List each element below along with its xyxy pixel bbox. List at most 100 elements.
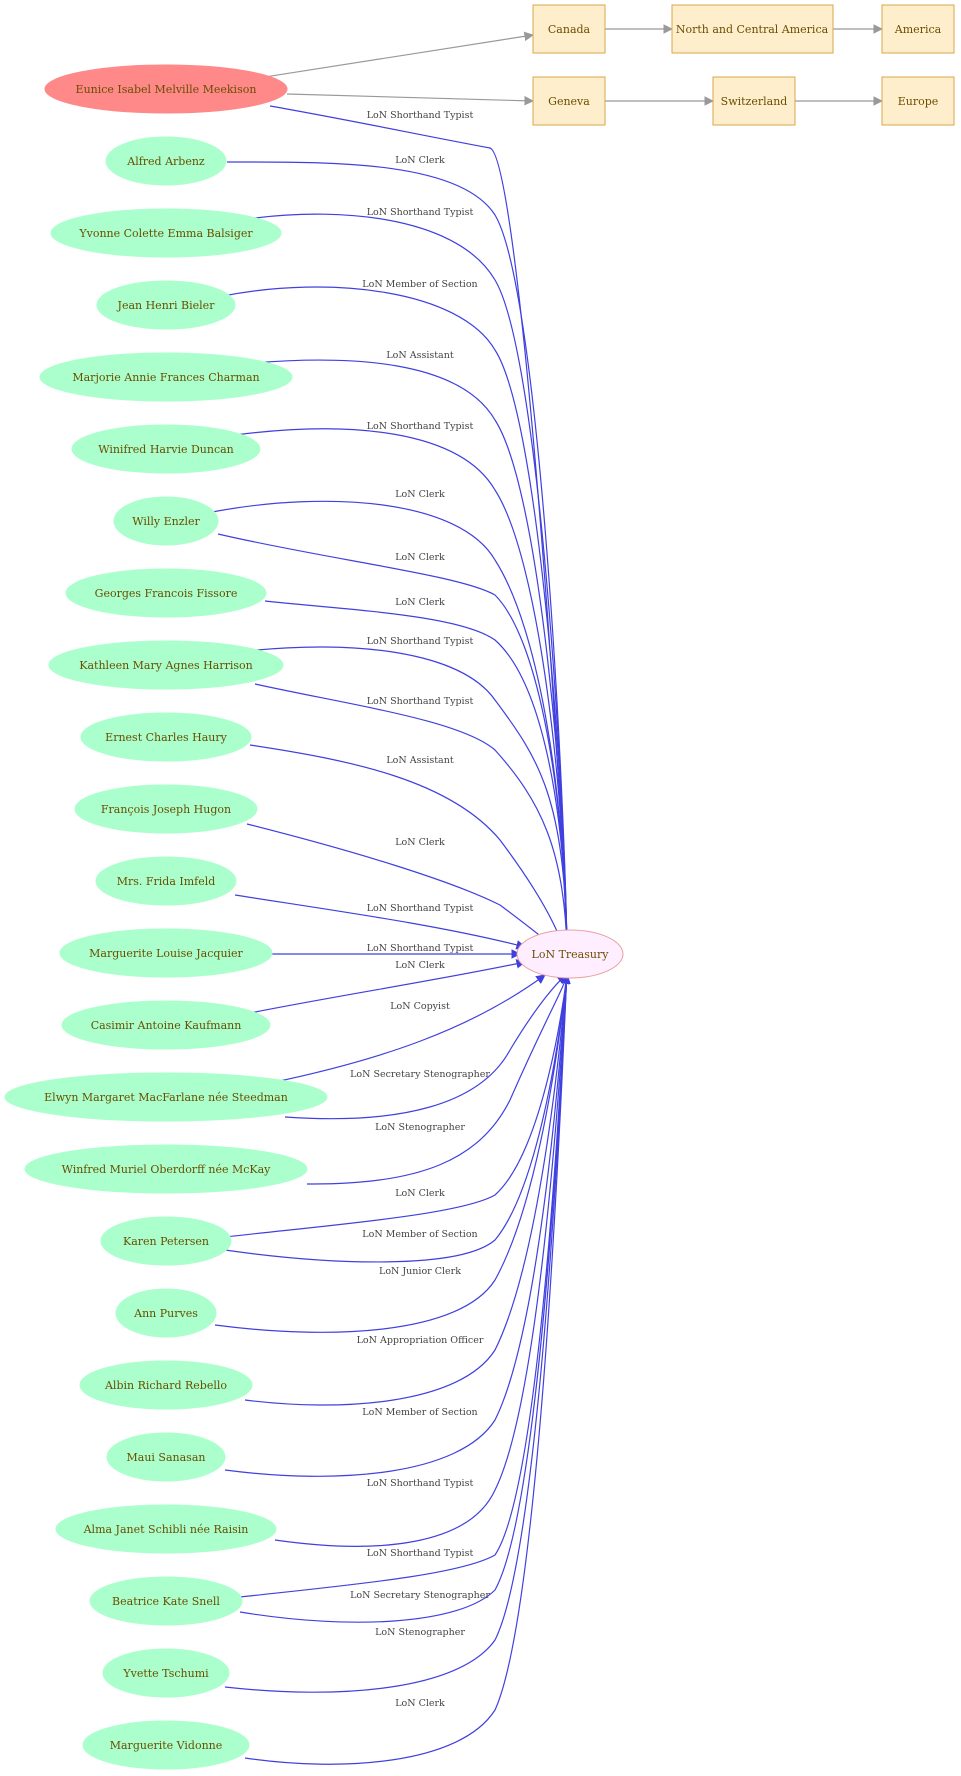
person-node-sanasan[interactable]: Maui Sanasan: [106, 1432, 226, 1482]
edge-label-schibli: LoN Shorthand Typist: [367, 1478, 474, 1489]
person-label: Ann Purves: [133, 1307, 198, 1320]
person-node-charman[interactable]: Marjorie Annie Frances Charman: [39, 352, 293, 402]
person-node-haury[interactable]: Ernest Charles Haury: [80, 712, 252, 762]
edge-label-oberdorff: LoN Stenographer: [375, 1122, 465, 1133]
person-label: Winfred Muriel Oberdorff née McKay: [62, 1163, 272, 1176]
person-label: Georges Francois Fissore: [95, 587, 238, 600]
edge-meekison-canada: [251, 31, 534, 80]
edge-schibli: [274, 974, 571, 1547]
edge-label-charman: LoN Assistant: [386, 350, 453, 361]
edge-harrison-2: [254, 683, 572, 953]
edge-label-snell-1: LoN Shorthand Typist: [367, 1548, 474, 1559]
person-node-snell[interactable]: Beatrice Kate Snell: [89, 1576, 243, 1626]
edge-label-macfarlane-1: LoN Copyist: [390, 1001, 450, 1012]
person-node-bieler[interactable]: Jean Henri Bieler: [96, 280, 236, 330]
person-node-rebello[interactable]: Albin Richard Rebello: [79, 1360, 253, 1410]
edge-label-sanasan: LoN Member of Section: [362, 1407, 477, 1418]
person-label: Marguerite Louise Jacquier: [89, 947, 243, 960]
edge-label-tschumi: LoN Stenographer: [375, 1627, 465, 1638]
person-label: Elwyn Margaret MacFarlane née Steedman: [44, 1091, 288, 1104]
person-node-hugon[interactable]: François Joseph Hugon: [74, 784, 258, 834]
person-node-imfeld[interactable]: Mrs. Frida Imfeld: [95, 856, 237, 906]
person-node-macfarlane[interactable]: Elwyn Margaret MacFarlane née Steedman: [4, 1072, 328, 1122]
place-node-switzerland[interactable]: Switzerland: [712, 76, 796, 126]
person-node-duncan[interactable]: Winifred Harvie Duncan: [71, 424, 261, 474]
person-label: Jean Henri Bieler: [117, 299, 216, 312]
edge-label-kaufmann: LoN Clerk: [395, 960, 445, 971]
person-label: Maui Sanasan: [127, 1451, 206, 1464]
edge-meekison-geneva: [286, 93, 534, 106]
edge-kaufmann: [244, 959, 526, 1015]
edge-hugon: [246, 823, 561, 953]
edge-bieler: [222, 286, 572, 953]
edge-label-purves: LoN Junior Clerk: [379, 1266, 461, 1277]
person-label: Beatrice Kate Snell: [112, 1595, 220, 1608]
person-node-meekison[interactable]: Eunice Isabel Melville Meekison: [44, 64, 288, 114]
edge-harrison-1: [246, 646, 572, 953]
place-label: Geneva: [548, 95, 590, 108]
person-node-petersen[interactable]: Karen Petersen: [100, 1216, 232, 1266]
person-node-tschumi[interactable]: Yvette Tschumi: [102, 1648, 230, 1698]
edge-labels: LoN Shorthand Typist LoN Clerk LoN Short…: [350, 110, 490, 1709]
place-node-europe[interactable]: Europe: [881, 76, 955, 126]
edge-meekison: [269, 105, 572, 953]
place-nodes: Canada North and Central America America…: [532, 4, 955, 126]
person-label: Winifred Harvie Duncan: [98, 443, 234, 456]
person-label: Marjorie Annie Frances Charman: [72, 371, 259, 384]
place-node-america[interactable]: America: [881, 4, 955, 54]
edge-charman: [251, 359, 572, 953]
person-node-purves[interactable]: Ann Purves: [115, 1288, 217, 1338]
edge-label-harrison-1: LoN Shorthand Typist: [367, 636, 474, 647]
edge-haury: [249, 744, 568, 953]
location-edges: [251, 24, 883, 106]
person-label: Ernest Charles Haury: [105, 731, 227, 744]
edge-label-macfarlane-2: LoN Secretary Stenographer: [350, 1069, 490, 1080]
edge-label-jacquier: LoN Shorthand Typist: [367, 943, 474, 954]
edge-label-petersen-1: LoN Clerk: [395, 1188, 445, 1199]
edge-macfarlane-2: [284, 974, 567, 1120]
person-label: Yvonne Colette Emma Balsiger: [78, 227, 253, 240]
person-node-arbenz[interactable]: Alfred Arbenz: [105, 136, 227, 186]
person-node-oberdorff[interactable]: Winfred Muriel Oberdorff née McKay: [24, 1144, 308, 1194]
org-label: LoN Treasury: [532, 948, 610, 961]
place-node-geneva[interactable]: Geneva: [532, 76, 606, 126]
person-label: Willy Enzler: [132, 515, 200, 528]
person-node-enzler[interactable]: Willy Enzler: [113, 496, 219, 546]
person-node-kaufmann[interactable]: Casimir Antoine Kaufmann: [61, 1000, 271, 1050]
edge-petersen-2: [224, 974, 571, 1263]
person-label: Alfred Arbenz: [126, 155, 205, 168]
edge-purves: [214, 974, 571, 1333]
person-node-fissore[interactable]: Georges Francois Fissore: [65, 568, 267, 618]
edge-label-harrison-2: LoN Shorthand Typist: [367, 696, 474, 707]
edge-label-hugon: LoN Clerk: [395, 837, 445, 848]
person-node-jacquier[interactable]: Marguerite Louise Jacquier: [59, 928, 273, 978]
person-node-balsiger[interactable]: Yvonne Colette Emma Balsiger: [50, 208, 282, 258]
edge-label-balsiger: LoN Shorthand Typist: [367, 207, 474, 218]
person-nodes: Eunice Isabel Melville Meekison Alfred A…: [4, 64, 328, 1770]
person-label: Karen Petersen: [123, 1235, 209, 1248]
person-label: Mrs. Frida Imfeld: [117, 875, 216, 888]
edge-label-duncan: LoN Shorthand Typist: [367, 421, 474, 432]
place-label: North and Central America: [676, 23, 829, 36]
edge-imfeld: [234, 894, 526, 950]
person-label: Casimir Antoine Kaufmann: [91, 1019, 242, 1032]
place-label: Canada: [548, 23, 591, 36]
edge-oberdorff: [306, 974, 570, 1185]
org-node-lon-treasury[interactable]: LoN Treasury: [516, 929, 624, 979]
person-node-schibli[interactable]: Alma Janet Schibli née Raisin: [55, 1504, 277, 1554]
edge-rebello: [244, 974, 571, 1406]
place-node-north-central-america[interactable]: North and Central America: [671, 4, 834, 54]
person-node-harrison[interactable]: Kathleen Mary Agnes Harrison: [48, 640, 284, 690]
place-node-canada[interactable]: Canada: [532, 4, 606, 54]
place-label: America: [894, 23, 942, 36]
person-node-vidonne[interactable]: Marguerite Vidonne: [82, 1720, 250, 1770]
edge-label-snell-2: LoN Secretary Stenographer: [350, 1590, 490, 1601]
role-edges: [211, 105, 572, 1765]
edge-label-haury: LoN Assistant: [386, 755, 453, 766]
edge-sanasan: [224, 974, 571, 1477]
edge-label-fissore: LoN Clerk: [395, 597, 445, 608]
edge-label-enzler-1: LoN Clerk: [395, 489, 445, 500]
person-label: Eunice Isabel Melville Meekison: [76, 83, 257, 96]
edge-label-arbenz: LoN Clerk: [395, 155, 445, 166]
